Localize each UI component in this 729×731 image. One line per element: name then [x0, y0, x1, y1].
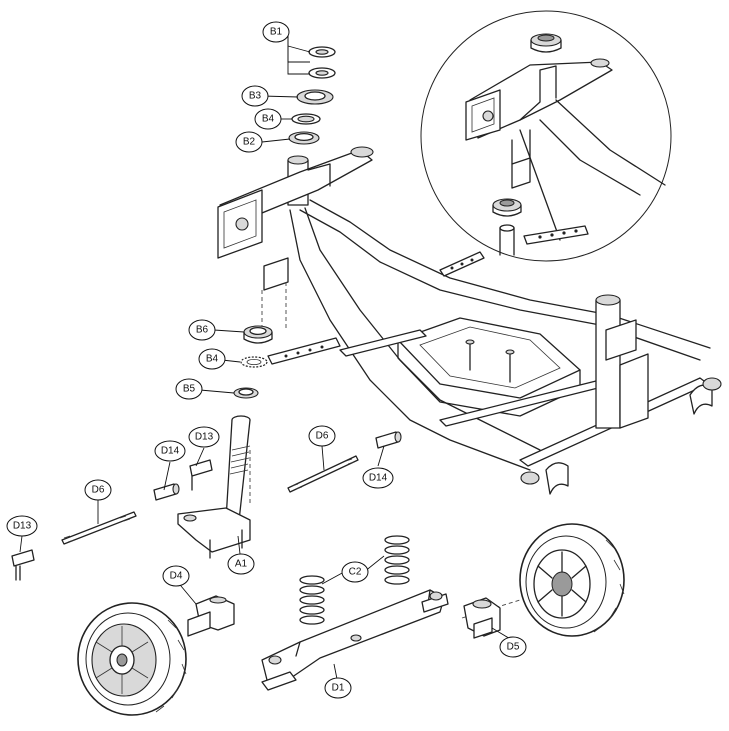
callout-d14-left: D14 [154, 440, 186, 462]
inset-head-tube [465, 33, 666, 256]
callout-b1-label: B1 [270, 27, 283, 38]
callout-b2-label: B2 [243, 137, 256, 148]
wheel-front-left [77, 602, 187, 716]
callout-d5: D5 [499, 636, 527, 658]
callout-d14-right-label: D14 [369, 473, 388, 484]
spring-left [299, 575, 325, 625]
callout-a1: A1 [227, 553, 255, 575]
callout-b6: B6 [188, 319, 216, 341]
callout-b4-bottom: B4 [198, 348, 226, 370]
main-frame [217, 146, 722, 495]
callout-c2-label: C2 [349, 567, 362, 578]
callout-d6-left-label: D6 [92, 485, 105, 496]
callout-d1: D1 [324, 677, 352, 699]
callout-b3-label: B3 [249, 91, 262, 102]
spring-right [384, 535, 410, 585]
callout-b3: B3 [241, 85, 269, 107]
callout-b4-bottom-label: B4 [206, 354, 219, 365]
callout-d13-center-label: D13 [195, 432, 214, 443]
callout-b4-top-label: B4 [262, 114, 275, 125]
callout-d6-left: D6 [84, 479, 112, 501]
callout-d1-label: D1 [332, 683, 345, 694]
wheel-front-right [519, 523, 625, 637]
callout-d14-right: D14 [362, 467, 394, 489]
callout-d13-left-label: D13 [13, 521, 32, 532]
front-fork [177, 415, 251, 559]
callout-b5: B5 [175, 378, 203, 400]
detail-inset [420, 10, 672, 262]
callout-d6-right-label: D6 [316, 431, 329, 442]
callout-d4-label: D4 [170, 571, 183, 582]
springs [299, 535, 410, 625]
pins-and-rods [11, 431, 402, 581]
callout-c2: C2 [341, 561, 369, 583]
callout-b1: B1 [262, 21, 290, 43]
lower-bearing-stack [233, 325, 273, 399]
caster-fork-d5 [463, 597, 501, 639]
callout-b2: B2 [235, 131, 263, 153]
callout-d13-center: D13 [188, 426, 220, 448]
callout-d6-right: D6 [308, 425, 336, 447]
callout-d5-label: D5 [507, 642, 520, 653]
callout-d14-left-label: D14 [161, 446, 180, 457]
callout-b5-label: B5 [183, 384, 196, 395]
callout-d4: D4 [162, 565, 190, 587]
top-bearing-stack [288, 46, 336, 145]
callout-a1-label: A1 [235, 559, 248, 570]
caster-fork-d4 [187, 595, 235, 637]
suspension-beam [261, 589, 449, 691]
callout-b4-top: B4 [254, 108, 282, 130]
callout-b6-label: B6 [196, 325, 209, 336]
callout-d13-left: D13 [6, 515, 38, 537]
